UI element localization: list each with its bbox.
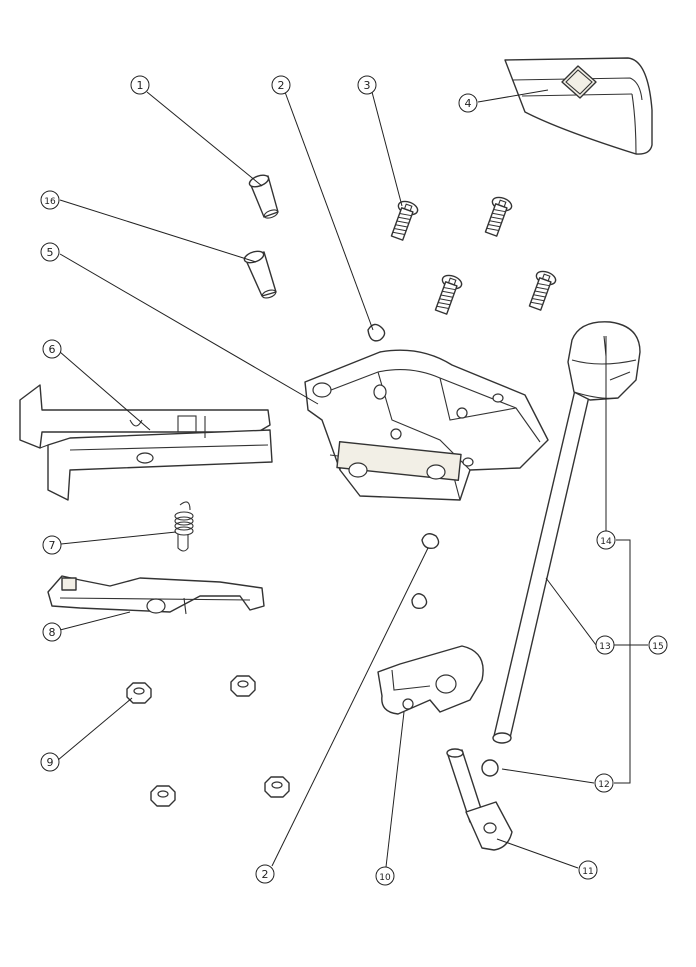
svg-text:15: 15 xyxy=(652,642,663,652)
svg-text:16: 16 xyxy=(44,197,56,207)
part-8-lever xyxy=(47,575,265,615)
callout-5: 5 xyxy=(40,242,60,262)
callout-11: 11 xyxy=(578,860,598,880)
callout-13: 13 xyxy=(595,635,615,655)
svg-text:7: 7 xyxy=(49,539,56,552)
callout-14: 14 xyxy=(596,530,616,550)
part-11-pivot xyxy=(446,748,513,851)
svg-text:8: 8 xyxy=(49,626,56,639)
callout-2-bottom: 2 xyxy=(255,864,275,884)
callout-3: 3 xyxy=(357,75,377,95)
svg-text:10: 10 xyxy=(379,873,391,883)
svg-text:2: 2 xyxy=(278,79,285,92)
callout-9: 9 xyxy=(40,752,60,772)
part-10-bracket xyxy=(377,645,484,715)
part-5-housing xyxy=(304,349,549,501)
part-7-spring xyxy=(174,501,194,552)
svg-text:9: 9 xyxy=(47,756,54,769)
screw xyxy=(528,270,557,311)
part-3-screws xyxy=(390,196,557,315)
part-1-pin xyxy=(248,174,279,219)
part-4-cover xyxy=(504,57,653,155)
callout-10: 10 xyxy=(375,866,395,886)
svg-text:4: 4 xyxy=(465,97,472,110)
part-9-nuts xyxy=(126,675,290,807)
svg-text:3: 3 xyxy=(364,79,371,92)
svg-text:14: 14 xyxy=(600,537,612,547)
leader-lines xyxy=(57,89,648,869)
screw xyxy=(434,274,463,315)
svg-text:5: 5 xyxy=(47,246,54,259)
callout-12: 12 xyxy=(594,773,614,793)
callout-8: 8 xyxy=(42,622,62,642)
svg-text:12: 12 xyxy=(598,780,609,790)
svg-text:1: 1 xyxy=(137,79,144,92)
callout-7: 7 xyxy=(42,535,62,555)
part-14-knob xyxy=(567,321,641,401)
screw xyxy=(390,200,419,241)
part-6-slider xyxy=(19,384,273,501)
callout-1: 1 xyxy=(130,75,150,95)
svg-text:2: 2 xyxy=(262,868,269,881)
part-12-ring xyxy=(481,759,499,777)
svg-text:6: 6 xyxy=(49,343,56,356)
callout-15: 15 xyxy=(648,635,668,655)
callout-16: 16 xyxy=(40,190,60,210)
screw xyxy=(484,196,513,237)
callout-6: 6 xyxy=(42,339,62,359)
part-16-pin xyxy=(243,250,277,299)
svg-text:11: 11 xyxy=(582,867,593,877)
callout-4: 4 xyxy=(458,93,478,113)
callout-2-top: 2 xyxy=(271,75,291,95)
svg-text:13: 13 xyxy=(599,642,610,652)
